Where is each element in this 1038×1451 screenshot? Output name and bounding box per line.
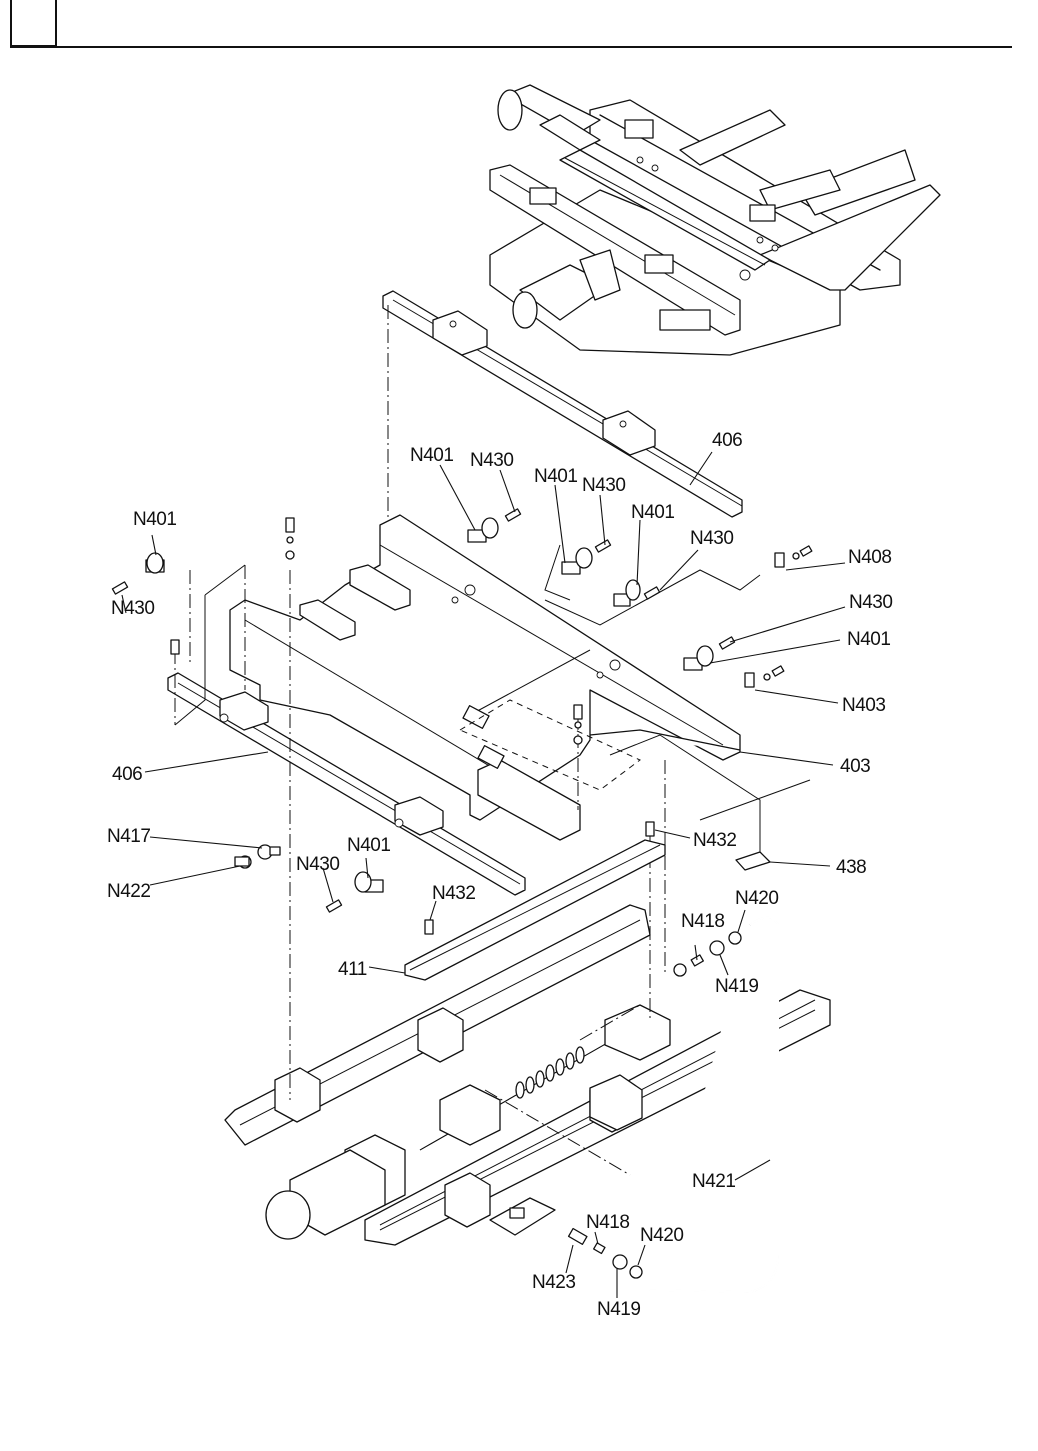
part-label-406: 406 [712, 430, 742, 451]
part-label-n430: N430 [690, 528, 733, 549]
part-label-n430: N430 [849, 592, 892, 613]
ball-screw-threads [516, 1047, 584, 1098]
part-label-n419: N419 [597, 1299, 640, 1320]
part-label-438: 438 [836, 857, 866, 878]
clamp-n401-right [684, 646, 713, 670]
clamp-n401-a [468, 518, 498, 542]
part-label-n430: N430 [582, 475, 625, 496]
part-label-n419: N419 [715, 976, 758, 997]
part-label-n418: N418 [681, 911, 724, 932]
part-label-n430: N430 [296, 854, 339, 875]
clamp-n401-c [614, 580, 640, 606]
clamp-n401-b [562, 548, 592, 574]
part-label-403: 403 [840, 756, 870, 777]
part-label-n417: N417 [107, 826, 150, 847]
part-label-n401: N401 [847, 629, 890, 650]
part-label-n401: N401 [631, 502, 674, 523]
part-label-n421: N421 [692, 1171, 735, 1192]
main-frame-403 [230, 515, 740, 840]
assembled-view-illustration [490, 85, 940, 355]
part-label-n401: N401 [410, 445, 453, 466]
part-label-406: 406 [112, 764, 142, 785]
part-label-n430: N430 [111, 598, 154, 619]
part-label-n401: N401 [133, 509, 176, 530]
part-label-n420: N420 [640, 1225, 683, 1246]
part-label-n432: N432 [432, 883, 475, 904]
part-label-n401: N401 [347, 835, 390, 856]
part-label-n430: N430 [470, 450, 513, 471]
clamp-n401-low [355, 872, 383, 892]
part-label-n418: N418 [586, 1212, 629, 1233]
part-label-n401: N401 [534, 466, 577, 487]
part-label-411: 411 [338, 959, 367, 980]
part-label-n408: N408 [848, 547, 891, 568]
part-label-n423: N423 [532, 1272, 575, 1293]
part-label-n403: N403 [842, 695, 885, 716]
part-label-n420: N420 [735, 888, 778, 909]
clamp-n401-left [146, 553, 164, 573]
part-label-n432: N432 [693, 830, 736, 851]
part-label-n422: N422 [107, 881, 150, 902]
